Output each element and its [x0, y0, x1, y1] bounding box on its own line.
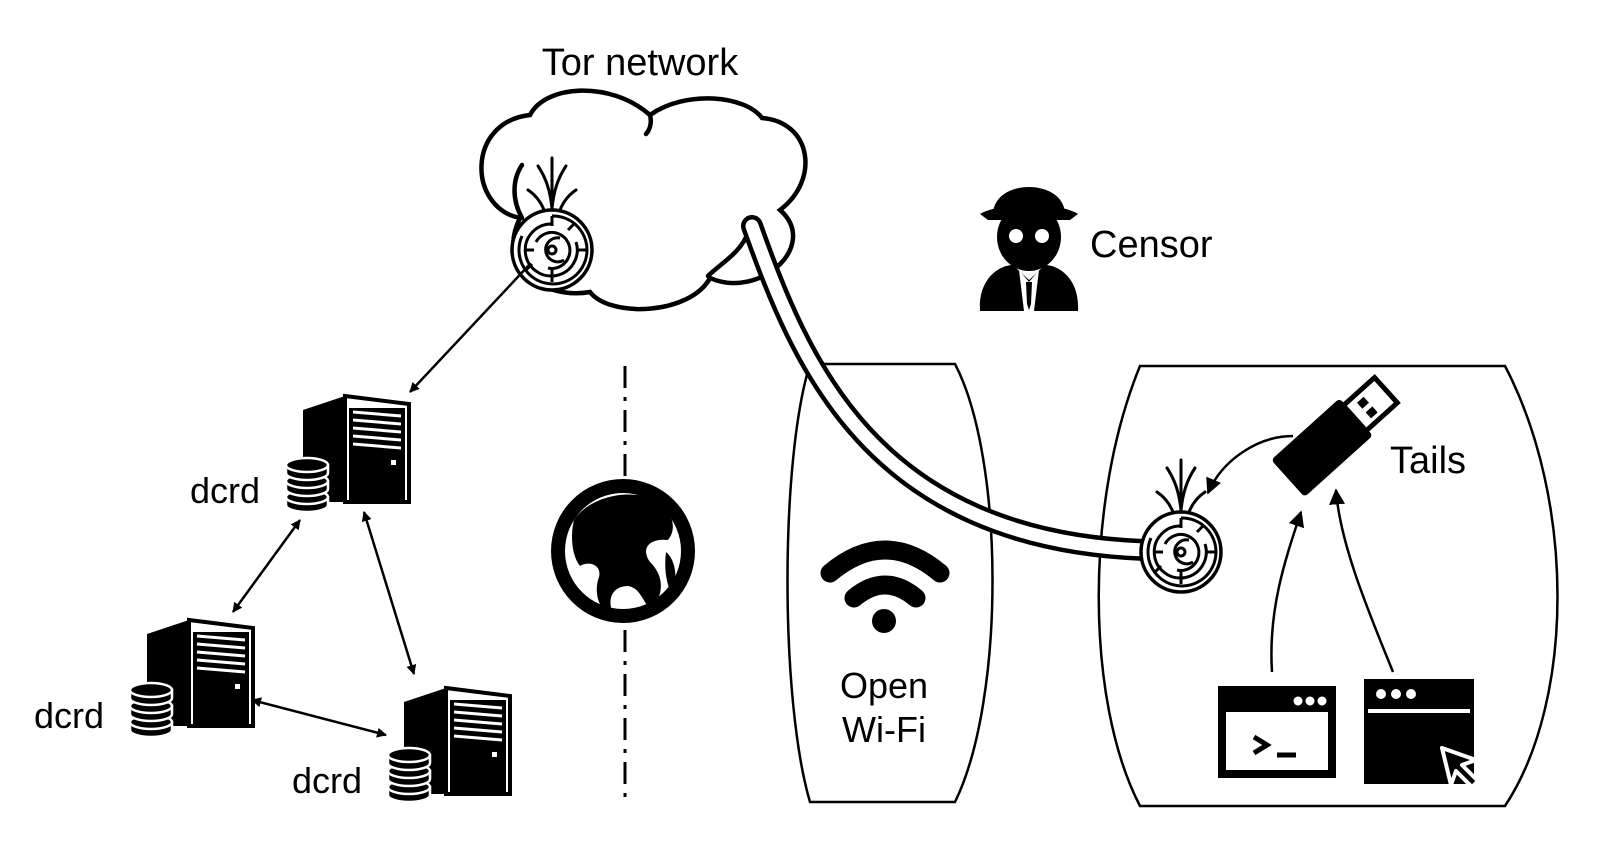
tor-to-server-arrow	[409, 263, 531, 393]
node-link-arrow	[231, 519, 302, 613]
dcrd-label-top: dcrd	[190, 470, 260, 511]
censor-label: Censor	[1090, 224, 1213, 266]
wifi-icon-dot	[872, 609, 896, 633]
censor-spy-icon	[979, 187, 1079, 311]
usb-drive-icon	[1272, 373, 1401, 496]
cursor-icon	[1440, 746, 1480, 789]
dcrd-label-left: dcrd	[34, 695, 104, 736]
database-icon	[386, 746, 432, 804]
wifi-label-line1: Open	[840, 665, 928, 706]
globe-icon	[551, 479, 695, 623]
tails-label: Tails	[1390, 440, 1466, 482]
database-icon	[284, 456, 330, 514]
terminal-window-icon	[1218, 686, 1336, 778]
dcrd-node-top: dcrd	[190, 394, 411, 514]
dcrd-node-left: dcrd	[34, 618, 255, 739]
dcrd-label-bottom: dcrd	[292, 760, 362, 801]
wifi-icon	[820, 540, 950, 608]
tor-tunnel	[741, 215, 1156, 561]
terminal-to-usb-arrow	[1270, 510, 1305, 673]
dcrd-node-bottom: dcrd	[292, 686, 512, 804]
usb-to-tor-arrow	[1206, 434, 1294, 495]
tor-network-label: Tor network	[542, 42, 739, 84]
node-link-arrow	[251, 697, 387, 738]
gui-window-icon	[1364, 679, 1480, 789]
node-link-arrow	[361, 511, 417, 675]
wifi-label-line2: Wi-Fi	[842, 709, 926, 750]
gui-to-usb-arrow	[1329, 488, 1395, 673]
database-icon	[128, 681, 174, 739]
